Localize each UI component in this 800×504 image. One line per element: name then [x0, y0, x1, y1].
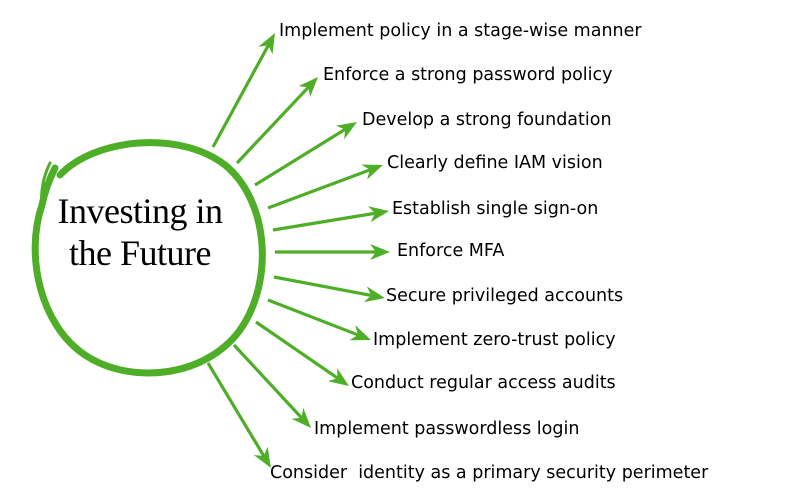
arrow-shaft [254, 127, 346, 187]
arrow-head-icon [368, 206, 389, 223]
center-circle [31, 139, 266, 377]
arrow-9 [255, 320, 349, 386]
arrow-7 [273, 275, 385, 303]
center-title-line1: Investing in [57, 191, 223, 231]
item-label-3: Develop a strong foundation [362, 110, 612, 130]
arrow-head-icon [328, 368, 349, 386]
center-circle-tail [40, 161, 52, 212]
item-label-9: Conduct regular access audits [351, 373, 616, 393]
arrow-head-icon [258, 33, 275, 55]
arrow-head-icon [253, 446, 271, 468]
arrow-head-icon [335, 122, 357, 140]
arrow-8 [267, 298, 371, 341]
center-title-line2: the Future [69, 233, 211, 273]
item-label-5: Establish single sign-on [392, 199, 599, 219]
arrow-shaft [232, 343, 303, 419]
item-label-1: Implement policy in a stage-wise manner [279, 21, 642, 41]
item-label-11: Consider identity as a primary security … [270, 463, 709, 483]
item-label-10: Implement passwordless login [314, 419, 580, 439]
arrow-3 [254, 122, 357, 187]
arrow-shaft [267, 298, 359, 337]
arrow-head-icon [349, 325, 371, 341]
arrow-shaft [255, 320, 339, 380]
arrow-head-icon [363, 286, 385, 303]
arrow-4 [267, 164, 383, 210]
arrow-head-icon [291, 407, 311, 428]
arrow-1 [211, 33, 275, 148]
item-label-4: Clearly define IAM vision [387, 153, 603, 173]
arrow-head-icon [361, 164, 383, 180]
arrow-shaft [273, 275, 372, 297]
arrow-5 [272, 206, 389, 232]
arrow-head-icon [298, 77, 318, 97]
arrow-shaft [206, 362, 266, 457]
item-label-2: Enforce a strong password policy [323, 65, 613, 85]
arrow-shaft [235, 86, 310, 165]
item-label-7: Secure privileged accounts [386, 286, 624, 306]
arrow-2 [235, 77, 318, 165]
item-label-6: Enforce MFA [397, 241, 505, 261]
arrow-shaft [211, 44, 270, 148]
arrow-shaft [272, 211, 376, 232]
center-title: Investing in the Future [30, 190, 250, 274]
item-label-8: Implement zero-trust policy [373, 330, 616, 350]
arrow-11 [206, 362, 271, 468]
arrow-shaft [267, 168, 371, 210]
arrow-6 [275, 244, 390, 260]
arrow-10 [232, 343, 311, 428]
arrow-head-icon [370, 244, 390, 260]
